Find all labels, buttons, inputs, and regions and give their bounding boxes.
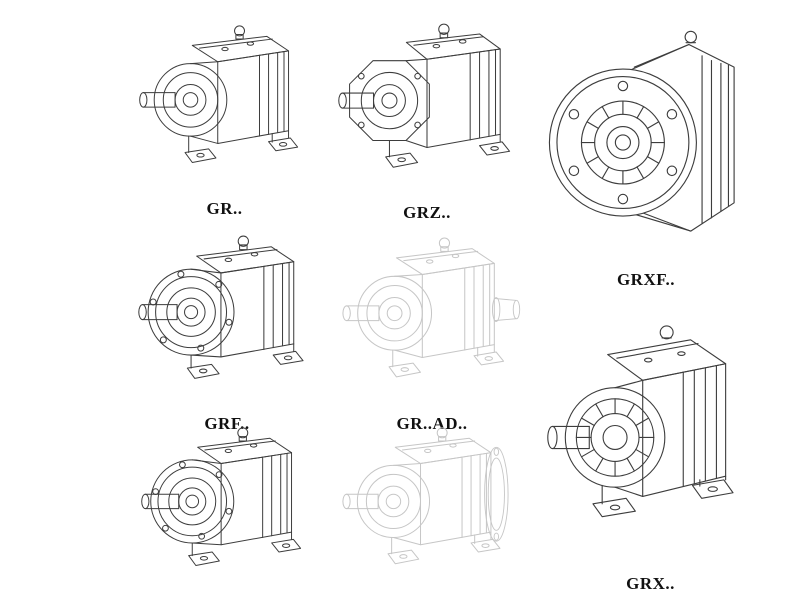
gearbox-drawing-gr-am [336,422,524,598]
gearbox-drawing-gr-foot [140,427,301,567]
gearbox-drawing-grf [138,235,304,379]
figure-gr-am: GR..AM.. [330,422,530,600]
gearbox-drawing-gr [138,25,298,164]
figure-grxf: GRXF.. [535,18,757,290]
gearbox-drawing-grx [546,325,734,518]
gearbox-drawing-gr-ad [336,232,528,412]
figure-grx: GRX.. [538,314,763,594]
figure-gr: GR.. [122,20,327,219]
figure-label-grx: GRX.. [626,574,675,593]
figure-grf: GRF.. [122,230,332,434]
figure-label-grf: GRF.. [204,414,250,433]
figure-label-grxf: GRXF.. [616,270,676,289]
gearbox-drawing-grxf [548,30,735,232]
figure-gr-foot: GR..F [124,422,329,600]
figure-gr-ad: GR..AD.. [332,232,532,434]
gearbox-drawing-grz [338,23,511,168]
figure-label-gr: GR.. [206,199,243,218]
figure-grz: GRZ.. [328,18,526,223]
figure-label-grz: GRZ.. [403,203,451,222]
figure-label-gr-ad: GR..AD.. [396,414,468,433]
